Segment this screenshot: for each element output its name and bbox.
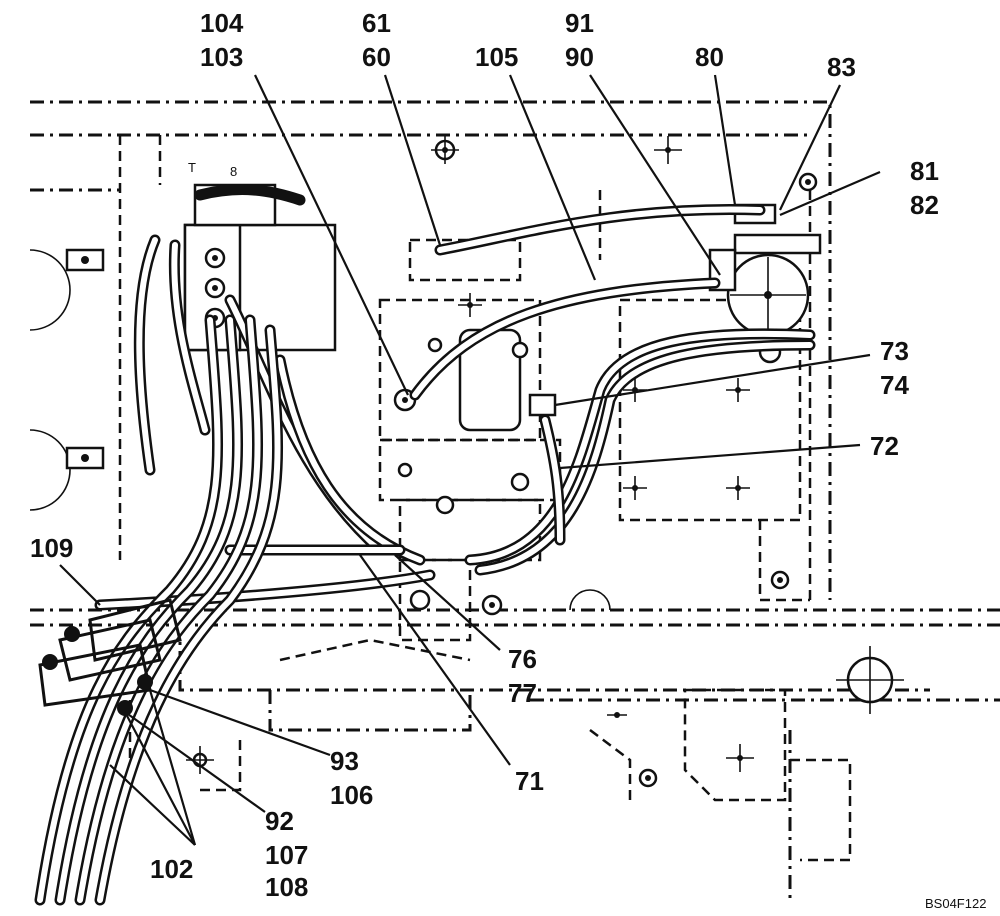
bolt-symbol bbox=[654, 136, 682, 164]
bolt-symbol bbox=[726, 476, 750, 500]
callout-81: 81 bbox=[910, 156, 939, 186]
callout-102: 102 bbox=[150, 854, 193, 884]
frame-outlines bbox=[29, 100, 1000, 900]
bolt-symbol bbox=[186, 746, 214, 774]
leader-lines bbox=[59, 74, 881, 846]
bolt-symbol bbox=[65, 446, 105, 470]
leader-105 bbox=[508, 74, 597, 281]
leader-91 bbox=[589, 74, 721, 276]
callout-72: 72 bbox=[870, 431, 899, 461]
callout-83: 83 bbox=[827, 52, 856, 82]
callout-74: 74 bbox=[880, 370, 909, 400]
figure-id: BS04F122 bbox=[925, 896, 986, 911]
bolt-symbol bbox=[65, 248, 105, 272]
callout-92: 92 bbox=[265, 806, 294, 836]
bolt-symbol bbox=[481, 594, 503, 616]
bolt-symbol bbox=[770, 570, 790, 590]
leader-72 bbox=[559, 443, 861, 470]
callout-71: 71 bbox=[515, 766, 544, 796]
bolt-symbol bbox=[607, 712, 627, 718]
bolt-symbol bbox=[623, 476, 647, 500]
bolt-symbol bbox=[458, 293, 482, 317]
leader-93 bbox=[149, 688, 331, 757]
bolt-symbol bbox=[431, 136, 459, 164]
callout-80: 80 bbox=[695, 42, 724, 72]
small-label-t: T bbox=[188, 160, 196, 175]
leader-71 bbox=[359, 554, 511, 766]
leader-92 bbox=[124, 711, 266, 813]
callout-103: 103 bbox=[200, 42, 243, 72]
callout-82: 82 bbox=[910, 190, 939, 220]
bolt-symbol bbox=[726, 378, 750, 402]
leader-81 bbox=[779, 170, 881, 217]
callout-106: 106 bbox=[330, 780, 373, 810]
bolt-symbol bbox=[836, 646, 904, 714]
callout-60: 60 bbox=[362, 42, 391, 72]
leader-80 bbox=[713, 74, 737, 206]
central-valve-body bbox=[393, 328, 557, 611]
leader-102a bbox=[109, 764, 196, 846]
bolt-symbols bbox=[65, 136, 904, 788]
leader-73 bbox=[554, 353, 871, 407]
callout-76: 76 bbox=[508, 644, 537, 674]
callout-labels: 104 103 61 60 105 91 90 80 83 81 82 73 7… bbox=[30, 8, 939, 902]
bolt-symbol bbox=[726, 744, 754, 772]
callout-61: 61 bbox=[362, 8, 391, 38]
leader-76 bbox=[394, 554, 501, 651]
callout-107: 107 bbox=[265, 840, 308, 870]
callout-90: 90 bbox=[565, 42, 594, 72]
callout-93: 93 bbox=[330, 746, 359, 776]
leader-102c bbox=[148, 689, 197, 846]
callout-105: 105 bbox=[475, 42, 518, 72]
hoses bbox=[94, 184, 816, 611]
leader-109 bbox=[59, 564, 101, 606]
leader-102b bbox=[124, 711, 196, 846]
callout-73: 73 bbox=[880, 336, 909, 366]
callout-91: 91 bbox=[565, 8, 594, 38]
leader-104 bbox=[254, 74, 409, 396]
callout-109: 109 bbox=[30, 533, 73, 563]
small-label-b: 8 bbox=[230, 164, 237, 179]
callout-77: 77 bbox=[508, 678, 537, 708]
callout-108: 108 bbox=[265, 872, 308, 902]
leader-83 bbox=[779, 84, 841, 211]
leader-61 bbox=[383, 74, 442, 246]
bolt-symbol bbox=[638, 768, 658, 788]
callout-104: 104 bbox=[200, 8, 244, 38]
